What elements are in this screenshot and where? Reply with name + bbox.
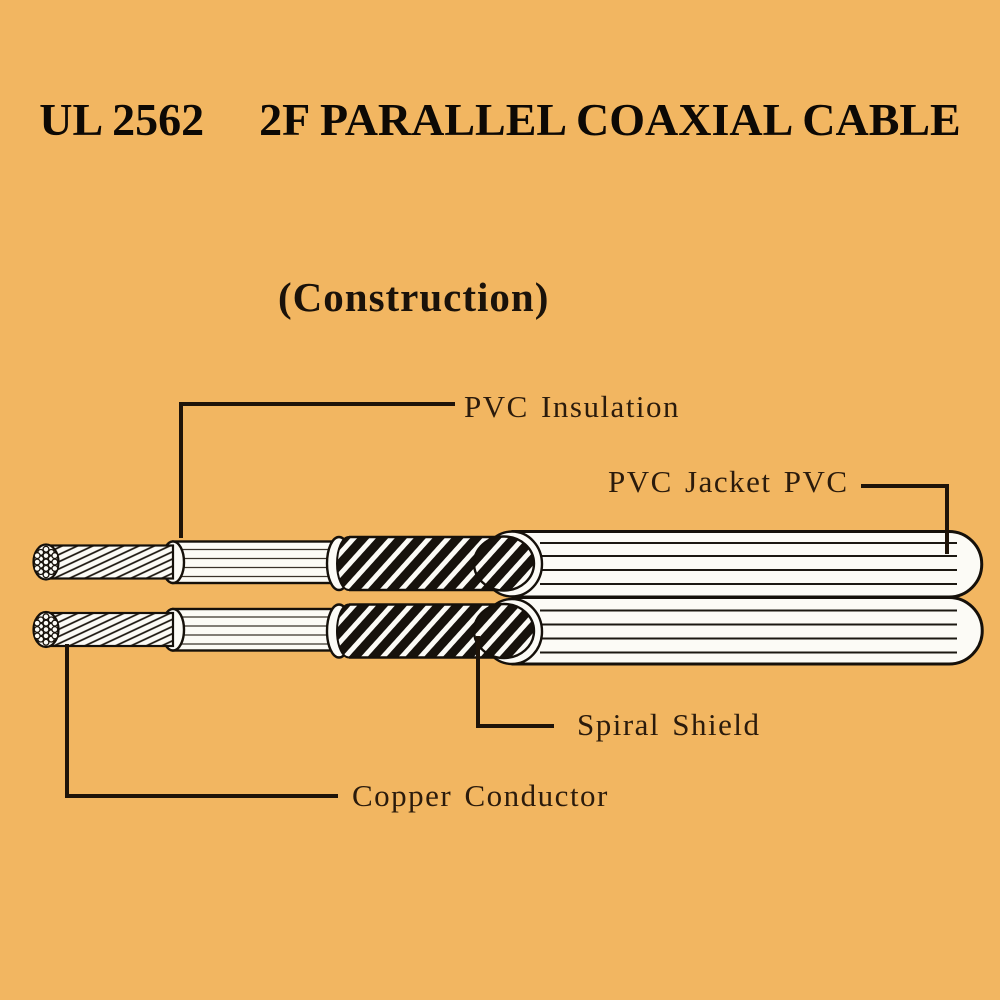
label-pvc-jacket: PVC Jacket PVC	[608, 464, 849, 499]
label-spiral-shield: Spiral Shield	[577, 707, 761, 742]
jacket-body	[511, 530, 984, 666]
coax-core-bottom	[32, 603, 508, 659]
leader-line-jacket	[861, 484, 949, 554]
leader-lines	[65, 402, 949, 798]
title-code: UL 2562	[39, 94, 205, 145]
construction-subtitle: (Construction)	[278, 274, 550, 320]
page-title: UL 2562 2F PARALLEL COAXIAL CABLE	[0, 97, 1000, 143]
title-name: 2F PARALLEL COAXIAL CABLE	[259, 94, 961, 145]
coax-core-top	[32, 535, 508, 592]
label-pvc-insulation: PVC Insulation	[464, 389, 681, 424]
label-copper-conductor: Copper Conductor	[352, 778, 609, 813]
leader-line-insulation	[179, 402, 455, 538]
leader-line-conductor	[65, 644, 338, 798]
leader-line-shield	[476, 636, 554, 728]
